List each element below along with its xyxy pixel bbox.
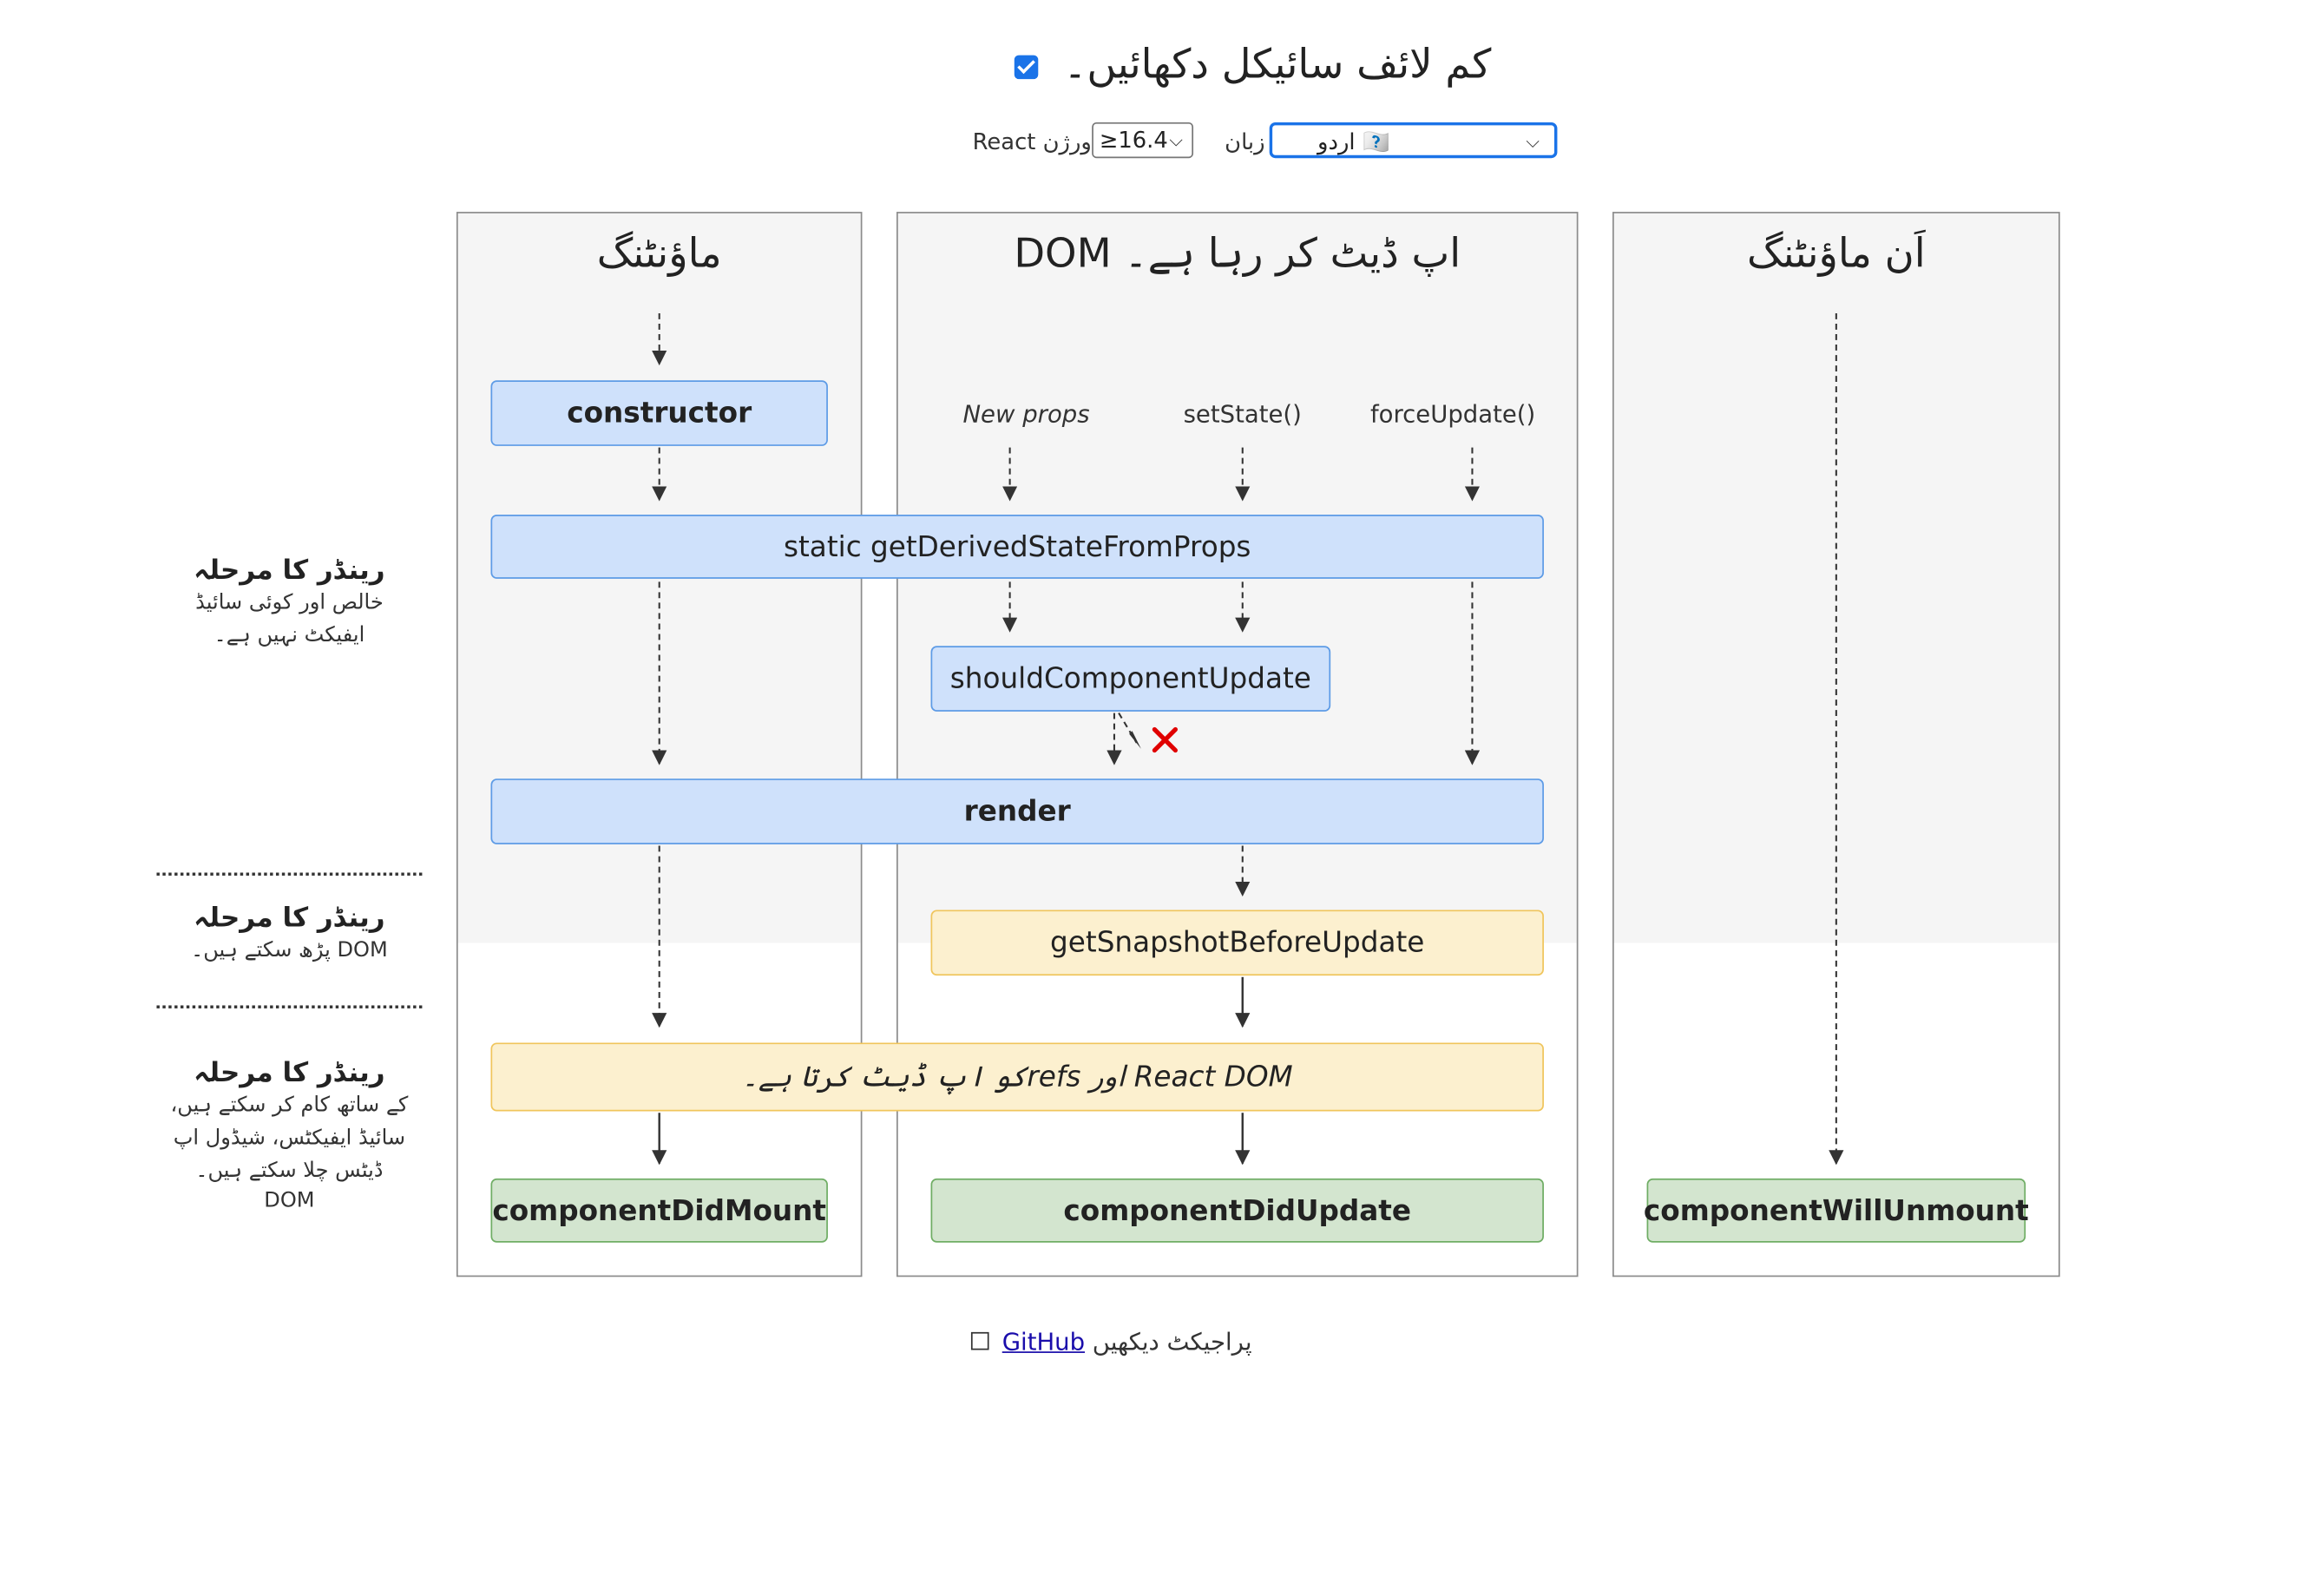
- unmounting-title: اَن ماؤنٹنگ: [1747, 231, 1926, 278]
- trigger-new-props: New props: [962, 399, 1090, 429]
- phase-divider: [156, 1005, 423, 1008]
- get-snapshot-before-update-box[interactable]: getSnapshotBeforeUpdate: [930, 910, 1544, 976]
- language-select[interactable]: 🇺🇷 اردو ⌵: [1269, 122, 1558, 159]
- github-link[interactable]: GitHub: [1001, 1327, 1086, 1356]
- cancel-x-icon: [1152, 726, 1178, 753]
- version-select[interactable]: ≥16.4 ⌵: [1092, 122, 1194, 159]
- footer: پراجیکٹ دیکھیں GitHub: [865, 1328, 1357, 1356]
- header-title: کم لائف سائیکل دکھائیں۔: [1063, 42, 1492, 89]
- render-box[interactable]: render: [490, 778, 1544, 844]
- precommit-phase-label: رینڈر کا مرحلہ DOM پڑھ سکتے ہیں۔: [191, 902, 388, 962]
- updating-title: DOM اپ ڈیٹ کر رہا ہے۔: [1014, 231, 1461, 278]
- component-will-unmount-box[interactable]: componentWillUnmount: [1644, 1178, 2029, 1243]
- external-link-icon: [970, 1331, 989, 1350]
- chevron-down-icon: ⌵: [1169, 129, 1184, 151]
- component-did-mount-box[interactable]: componentDidMount: [490, 1178, 828, 1243]
- version-label: React ورژن: [972, 128, 1092, 155]
- trigger-force-update: forceUpdate(): [1369, 399, 1536, 429]
- trigger-set-state: setState(): [1183, 399, 1302, 429]
- component-did-update-box[interactable]: componentDidUpdate: [930, 1178, 1544, 1243]
- should-component-update-box[interactable]: shouldComponentUpdate: [930, 646, 1331, 712]
- mounting-title: ماؤنٹنگ: [596, 231, 722, 278]
- get-derived-state-from-props-box[interactable]: static getDerivedStateFromProps: [490, 514, 1544, 579]
- checkbox-checked-icon[interactable]: [1015, 54, 1039, 79]
- language-label: زبان: [1225, 128, 1265, 155]
- react-updates-dom-box: React DOM اور refsکو اپ ڈیٹ کرتا ہے۔: [490, 1042, 1544, 1112]
- commit-phase-label: رینڈر کا مرحلہ کے ساتھ کام کر سکتے ہیں، …: [170, 1057, 409, 1213]
- phase-divider: [156, 872, 423, 876]
- chevron-down-icon: ⌵: [1526, 131, 1540, 153]
- constructor-box[interactable]: constructor: [490, 380, 828, 446]
- render-phase-label: رینڈر کا مرحلہ خالص اور کوئی سائیڈ ایفیک…: [194, 555, 385, 647]
- show-less-lifecycle-toggle[interactable]: کم لائف سائیکل دکھائیں۔: [895, 42, 1611, 88]
- footer-text: پراجیکٹ دیکھیں: [1092, 1327, 1252, 1356]
